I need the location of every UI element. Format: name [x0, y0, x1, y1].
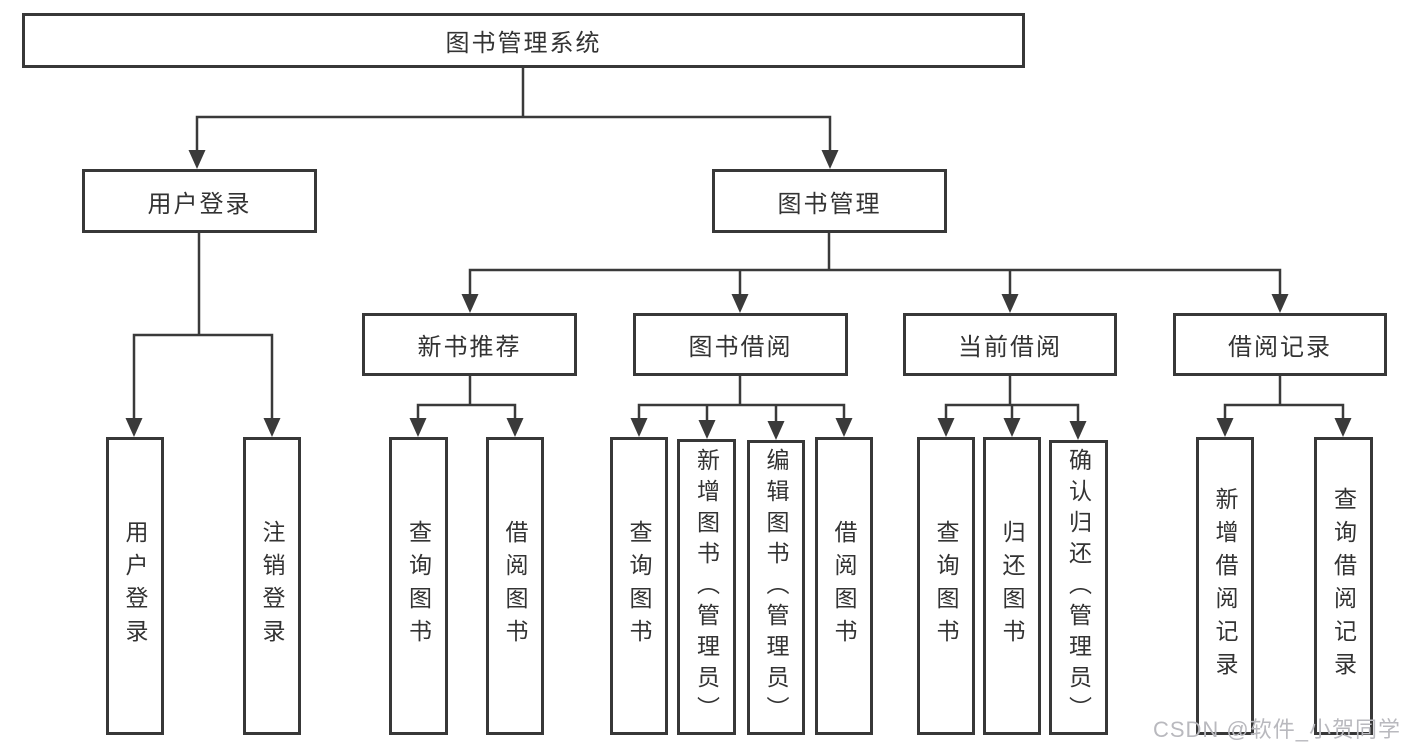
node-library-management-system: 图书管理系统 — [22, 13, 1025, 68]
arrow-down-icon — [821, 150, 839, 169]
leaf-label: 确认归还（管理员） — [1065, 448, 1092, 727]
arrow-down-icon — [1271, 294, 1289, 313]
arrow-down-icon — [263, 418, 281, 437]
leaf-label: 查询图书 — [933, 520, 959, 652]
arrow-down-icon — [409, 418, 427, 437]
arrow-down-icon — [188, 150, 206, 169]
arrow-down-icon — [1069, 421, 1087, 440]
leaf-borrow-borrow-books: 借阅图书 — [815, 437, 873, 735]
leaf-logout: 注销登录 — [243, 437, 301, 735]
leaf-label: 查询图书 — [626, 520, 652, 652]
arrow-down-icon — [506, 418, 524, 437]
arrow-down-icon — [630, 418, 648, 437]
arrow-down-icon — [731, 294, 749, 313]
leaf-borrow-edit-books-admin: 编辑图书（管理员） — [747, 440, 805, 735]
leaf-label: 查询图书 — [405, 520, 432, 652]
leaf-borrow-add-books-admin: 新增图书（管理员） — [677, 439, 736, 735]
leaf-label: 查询借阅记录 — [1330, 487, 1357, 685]
leaf-label: 借阅图书 — [502, 520, 528, 652]
arrow-down-icon — [835, 418, 853, 437]
arrow-down-icon — [1003, 418, 1021, 437]
leaf-current-query-books: 查询图书 — [917, 437, 975, 735]
node-new-book-recommendation: 新书推荐 — [362, 313, 577, 376]
arrow-down-icon — [767, 421, 785, 440]
leaf-label: 编辑图书（管理员） — [763, 448, 789, 727]
arrow-down-icon — [698, 420, 716, 439]
leaf-recommend-query-books: 查询图书 — [389, 437, 448, 735]
node-book-borrowing: 图书借阅 — [633, 313, 848, 376]
leaf-borrow-query-books: 查询图书 — [610, 437, 668, 735]
arrow-down-icon — [1334, 418, 1352, 437]
leaf-records-query-borrow-record: 查询借阅记录 — [1314, 437, 1373, 735]
csdn-watermark: CSDN @软件_小贺同学 — [1152, 717, 1401, 742]
node-user-login: 用户登录 — [82, 169, 317, 233]
arrow-down-icon — [1216, 418, 1234, 437]
node-book-management: 图书管理 — [712, 169, 947, 233]
leaf-label: 用户登录 — [122, 520, 148, 652]
leaf-recommend-borrow-books: 借阅图书 — [486, 437, 544, 735]
leaf-label: 新增图书（管理员） — [693, 447, 720, 727]
connector-lines — [132, 66, 1345, 424]
arrow-down-icon — [125, 418, 143, 437]
leaf-label: 借阅图书 — [831, 520, 857, 652]
leaf-label: 归还图书 — [999, 520, 1025, 652]
leaf-current-confirm-return-admin: 确认归还（管理员） — [1049, 440, 1108, 735]
leaf-user-login: 用户登录 — [106, 437, 164, 735]
node-borrowing-records: 借阅记录 — [1173, 313, 1387, 376]
leaf-records-add-borrow-record: 新增借阅记录 — [1196, 437, 1254, 735]
leaf-label: 新增借阅记录 — [1212, 487, 1238, 685]
leaf-current-return-books: 归还图书 — [983, 437, 1041, 735]
arrowhead-icons — [125, 150, 1352, 440]
arrow-down-icon — [461, 294, 479, 313]
node-current-borrowing: 当前借阅 — [903, 313, 1117, 376]
arrow-down-icon — [937, 418, 955, 437]
leaf-label: 注销登录 — [259, 520, 285, 652]
arrow-down-icon — [1001, 294, 1019, 313]
